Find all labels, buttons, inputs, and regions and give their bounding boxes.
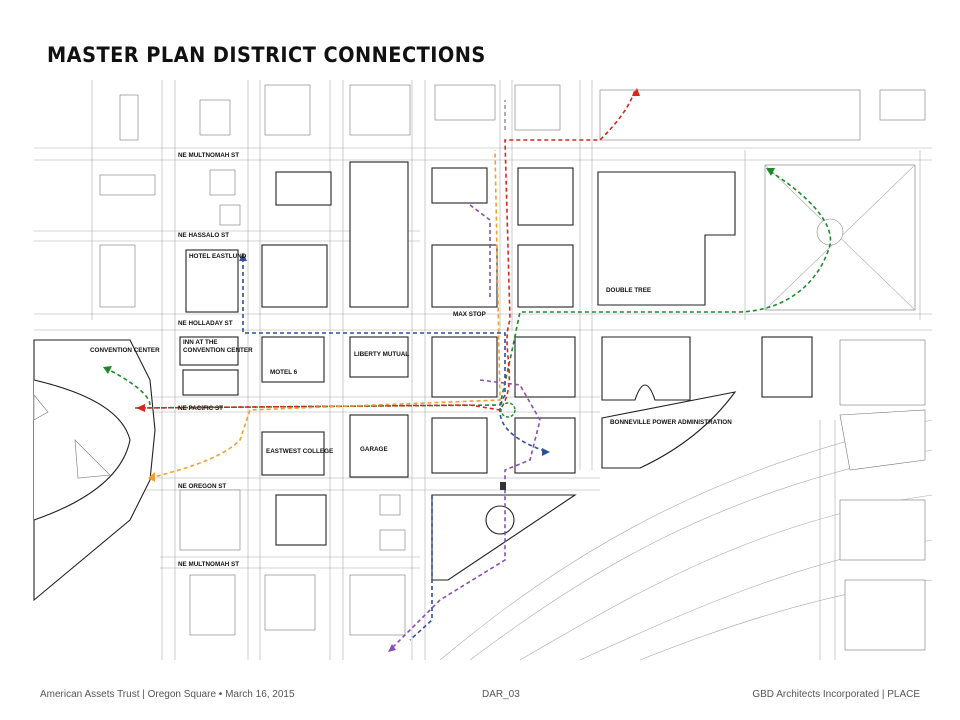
label-liberty-mutual: LIBERTY MUTUAL [354, 351, 409, 358]
label-bpa: BONNEVILLE POWER ADMINISTRATION [610, 419, 732, 426]
street-label-ne-multnomah-top: NE MULTNOMAH ST [178, 152, 239, 159]
street-label-ne-pacific: NE PACIFIC ST [178, 405, 223, 412]
footer-firm: GBD Architects Incorporated | PLACE [752, 689, 920, 700]
label-inn-line2: CONVENTION CENTER [183, 347, 253, 354]
convention-center-building [33, 339, 156, 602]
label-eastwest-college: EASTWEST COLLEGE [266, 448, 333, 455]
key-buildings [179, 161, 813, 581]
route-blue [242, 258, 549, 453]
label-garage: GARAGE [360, 446, 388, 453]
footer-project-info: American Assets Trust | Oregon Square • … [40, 689, 295, 700]
label-hotel-eastlund: HOTEL EASTLUND [189, 253, 247, 260]
label-inn-line1: INN AT THE [183, 339, 218, 346]
route-red [139, 89, 636, 411]
connection-routes [104, 89, 832, 651]
label-motel6: MOTEL 6 [270, 369, 298, 376]
route-purple-2 [389, 379, 541, 651]
route-green [134, 169, 832, 409]
route-green-cc [104, 367, 151, 406]
street-label-ne-hassalo: NE HASSALO ST [178, 232, 229, 239]
route-orange [149, 149, 501, 479]
street-label-ne-holladay: NE HOLLADAY ST [178, 320, 233, 327]
page-title: MASTER PLAN DISTRICT CONNECTIONS [47, 43, 486, 67]
route-arrowheads [103, 88, 775, 652]
route-purple [469, 204, 491, 300]
label-double-tree: DOUBLE TREE [606, 287, 651, 294]
label-max-stop: MAX STOP [453, 311, 486, 318]
footer-sheet-number: DAR_03 [482, 689, 520, 700]
street-label-ne-oregon: NE OREGON ST [178, 483, 226, 490]
label-convention-center: CONVENTION CENTER [90, 347, 160, 354]
street-label-ne-multnomah-bottom: NE MULTNOMAH ST [178, 561, 239, 568]
